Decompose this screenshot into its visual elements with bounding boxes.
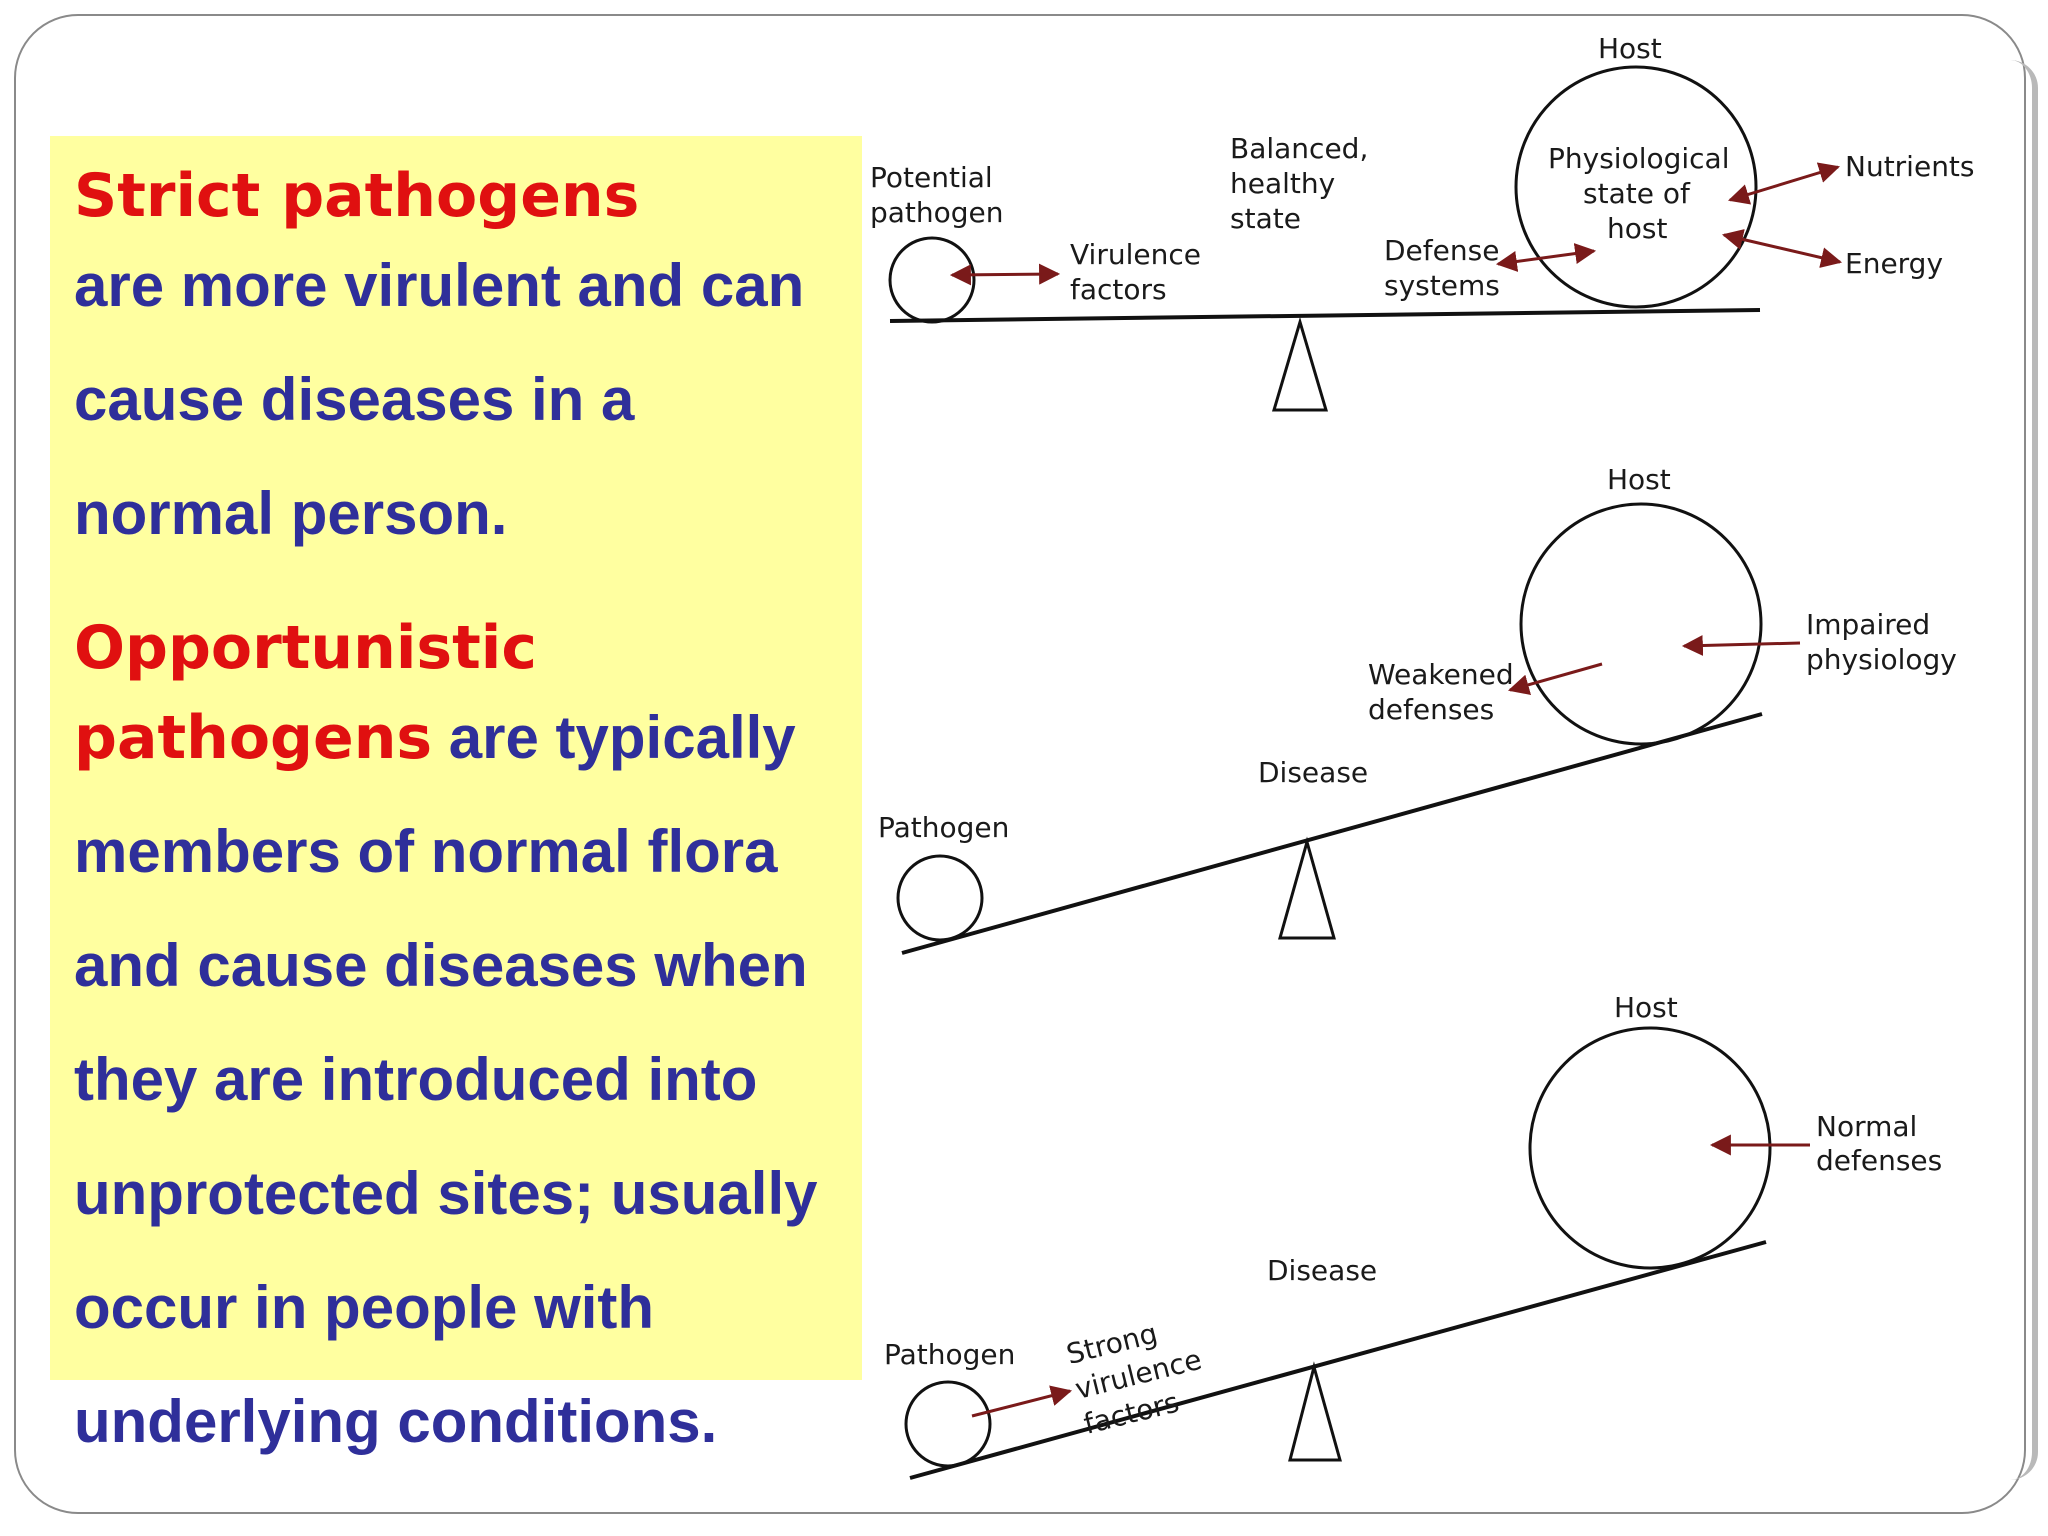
impaired-physiology-label: Impaired bbox=[1806, 608, 1930, 641]
pathogen-label: Pathogen bbox=[878, 811, 1009, 844]
balanced-state-label: state bbox=[1230, 202, 1301, 235]
strict-pathogens-heading: Strict pathogens bbox=[74, 161, 640, 231]
virulence-factors-label: Virulence bbox=[1070, 238, 1201, 271]
opportunistic-heading-line1: Opportunistic bbox=[74, 613, 537, 683]
disease-label: Disease bbox=[1267, 1254, 1377, 1287]
host-label: Host bbox=[1598, 32, 1662, 65]
strong-virulence-label-group: Strong virulence factors bbox=[1063, 1317, 1205, 1441]
opportunistic-pathogens-text: are typically members of normal flora an… bbox=[74, 704, 818, 1455]
tilted-beam bbox=[901, 712, 1763, 955]
energy-arrow bbox=[1721, 229, 1843, 268]
weakened-defenses-arrow bbox=[1507, 662, 1603, 695]
fulcrum bbox=[1288, 1361, 1342, 1462]
host-label: Host bbox=[1614, 991, 1678, 1024]
balanced-state-label: healthy bbox=[1230, 167, 1335, 200]
pathogen-circle bbox=[888, 236, 976, 324]
potential-pathogen-label: Potential bbox=[870, 161, 993, 194]
host-circle bbox=[1519, 502, 1763, 746]
pathogen-circle bbox=[904, 1380, 992, 1468]
panel-strong-virulence: Host Normal defenses Disease Pathogen St… bbox=[884, 991, 1942, 1480]
strict-pathogens-paragraph: Strict pathogens are more virulent and c… bbox=[74, 156, 838, 578]
weakened-defenses-label: defenses bbox=[1368, 693, 1494, 726]
virulence-arrow bbox=[949, 263, 1061, 286]
defense-systems-label: systems bbox=[1384, 269, 1500, 302]
host-label: Host bbox=[1607, 463, 1671, 496]
balanced-state-label: Balanced, bbox=[1230, 132, 1368, 165]
impaired-physiology-arrow bbox=[1681, 635, 1801, 657]
energy-label: Energy bbox=[1845, 247, 1943, 280]
strict-pathogens-text: are more virulent and can cause diseases… bbox=[74, 252, 805, 547]
potential-pathogen-label: pathogen bbox=[870, 196, 1004, 229]
defense-systems-label: Defense bbox=[1384, 234, 1499, 267]
pathogen-circle bbox=[896, 854, 984, 942]
balance-beam bbox=[889, 308, 1761, 323]
impaired-physiology-label: physiology bbox=[1806, 643, 1957, 676]
host-inner-label: Physiological bbox=[1548, 142, 1730, 175]
host-inner-label: state of bbox=[1583, 177, 1691, 210]
host-circle bbox=[1528, 1026, 1772, 1270]
panel-weakened-host: Host Impaired physiology Weakened defens… bbox=[878, 463, 1957, 955]
normal-defenses-label: Normal bbox=[1816, 1110, 1917, 1143]
opportunistic-pathogens-paragraph: Opportunistic pathogens are typically me… bbox=[74, 608, 838, 1486]
strong-virulence-arrow bbox=[971, 1385, 1073, 1418]
virulence-factors-label: factors bbox=[1070, 273, 1167, 306]
slide-frame-shadow bbox=[2010, 60, 2038, 1480]
fulcrum bbox=[1271, 316, 1329, 412]
tilted-beam bbox=[909, 1240, 1767, 1480]
normal-defenses-label: defenses bbox=[1816, 1144, 1942, 1177]
disease-label: Disease bbox=[1258, 756, 1368, 789]
weakened-defenses-label: Weakened bbox=[1368, 658, 1514, 691]
pathogen-label: Pathogen bbox=[884, 1338, 1015, 1371]
host-inner-label: host bbox=[1607, 212, 1667, 245]
defense-arrow bbox=[1495, 243, 1597, 272]
opportunistic-heading-line2: pathogens bbox=[74, 703, 433, 773]
nutrients-label: Nutrients bbox=[1845, 150, 1975, 183]
nutrients-arrow bbox=[1727, 162, 1841, 205]
fulcrum bbox=[1278, 836, 1336, 940]
panel-balanced: Host Physiological state of host Potenti… bbox=[870, 32, 1975, 412]
definition-box: Strict pathogens are more virulent and c… bbox=[50, 136, 862, 1455]
